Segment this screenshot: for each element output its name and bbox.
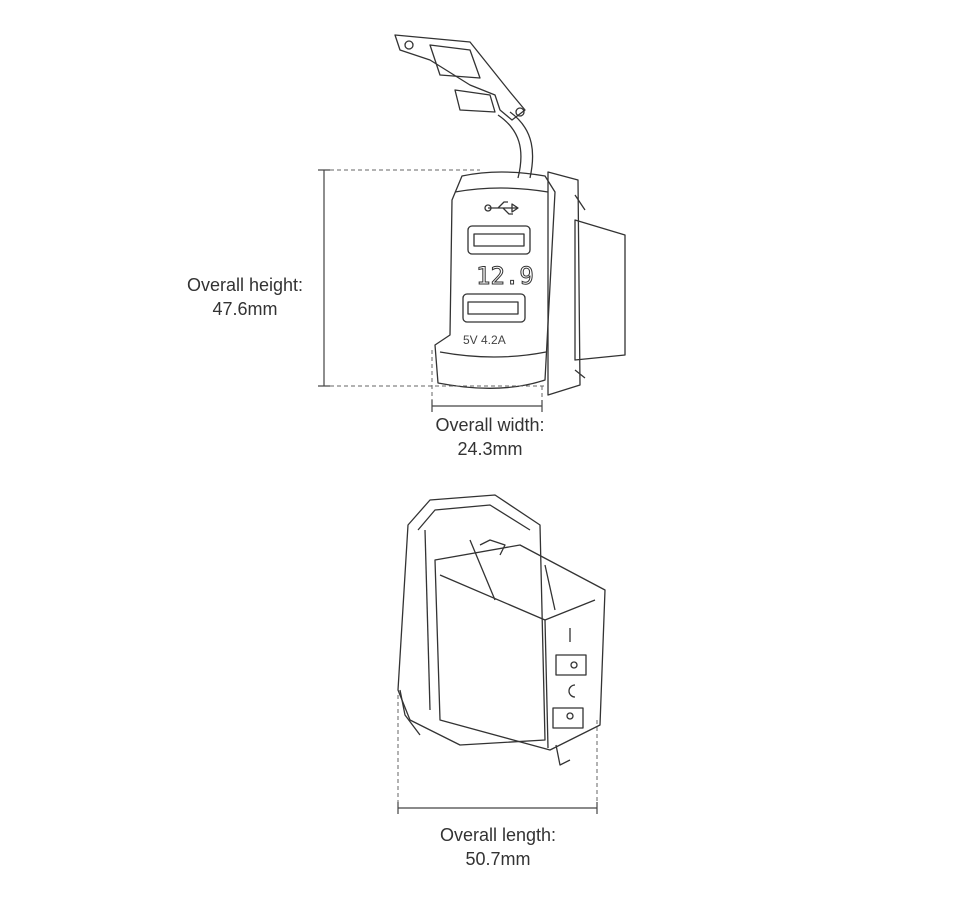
voltage-display: 12.9: [476, 262, 534, 290]
height-label-title: Overall height:: [186, 275, 304, 295]
width-label: Overall width: 24.3mm: [410, 413, 570, 461]
width-value: 24.3mm: [457, 439, 523, 459]
width-dimension: [431, 350, 543, 412]
front-view-device: 12.9 5V 4.2A: [394, 34, 626, 396]
length-dimension: [397, 695, 598, 814]
height-dimension: [318, 169, 545, 387]
side-view-device: [397, 494, 606, 766]
length-label: Overall length: 50.7mm: [418, 823, 578, 871]
length-value: 50.7mm: [465, 849, 531, 869]
width-label-title: Overall width:: [435, 415, 545, 435]
length-label-title: Overall length:: [439, 825, 557, 845]
height-value: 47.6mm: [212, 299, 278, 319]
height-label: Overall height: 47.6mm: [165, 273, 325, 321]
rating-text: 5V 4.2A: [463, 333, 506, 347]
